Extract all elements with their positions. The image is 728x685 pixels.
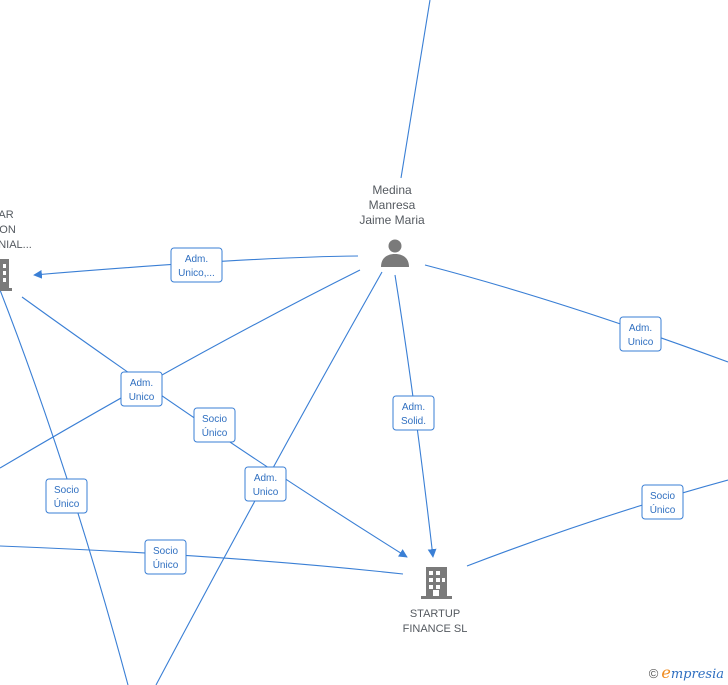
edge-label-line: Adm. — [130, 378, 153, 389]
edge-label-adm-unico-ellipsis[interactable]: Adm. Unico,... — [170, 247, 223, 283]
edge-label-line: Socio — [54, 485, 79, 496]
edge-label-socio-unico-center[interactable]: Socio Único — [193, 407, 236, 443]
copyright-symbol: © — [648, 666, 659, 681]
node-label-line: Medina — [372, 183, 412, 197]
building-icon — [0, 259, 12, 291]
edge-label-line: Único — [202, 426, 228, 439]
edge-label-line: Unico — [628, 337, 654, 348]
node-label-line: Manresa — [369, 198, 416, 212]
edge-label-line: Único — [650, 503, 676, 516]
node-label-line: NIAL... — [0, 239, 32, 251]
edge-label-line: Socio — [650, 491, 675, 502]
edge-person-to-right — [424, 264, 728, 363]
edge-label-line: Adm. — [185, 254, 208, 265]
edge-label-adm-solid[interactable]: Adm. Solid. — [392, 395, 435, 431]
edge-label-socio-unico-bottom[interactable]: Socio Único — [144, 539, 187, 575]
node-label-line: Jaime Maria — [359, 213, 425, 227]
edge-label-line: Solid. — [401, 416, 426, 427]
edge-label-line: Unico,... — [178, 268, 215, 279]
node-label-line: ION — [0, 224, 16, 236]
edge-labels: Adm. Unico,... Adm. Unico Adm. Unico Soc… — [45, 247, 684, 575]
edge-label-line: Socio — [202, 414, 227, 425]
edge-label-line: Único — [153, 558, 179, 571]
edge-label-line: Adm. — [629, 323, 652, 334]
node-label-line: AR — [0, 209, 14, 221]
building-icon — [421, 567, 452, 599]
empresia-watermark: ©empresia — [649, 663, 724, 682]
edge-label-line: Único — [54, 497, 80, 510]
edge-label-adm-unico-lower[interactable]: Adm. Unico — [244, 466, 287, 502]
edge-label-line: Unico — [253, 487, 279, 498]
edge-label-adm-unico-right[interactable]: Adm. Unico — [619, 316, 662, 352]
edge-left-to-startup — [0, 545, 404, 575]
empresia-logo-initial: e — [661, 663, 671, 682]
edge-label-line: Socio — [153, 546, 178, 557]
node-company-left-partial[interactable]: AR ION NIAL... — [0, 209, 32, 291]
edge-label-line: Adm. — [402, 402, 425, 413]
edge-label-line: Unico — [129, 392, 155, 403]
node-label-line: FINANCE SL — [403, 623, 468, 635]
edge-person-to-left-company — [33, 255, 359, 279]
edge-label-line: Adm. — [254, 473, 277, 484]
empresia-logo-text: mpresia — [670, 667, 724, 682]
edge-label-socio-unico-right[interactable]: Socio Único — [641, 484, 684, 520]
node-company-startup[interactable]: STARTUP FINANCE SL — [403, 567, 468, 635]
edge-top-to-person — [400, 0, 431, 179]
edge-label-adm-unico-center-left[interactable]: Adm. Unico — [120, 371, 163, 407]
node-label-line: STARTUP — [410, 608, 460, 620]
edge-label-socio-unico-left[interactable]: Socio Único — [45, 478, 88, 514]
edge-startup-to-right — [466, 479, 728, 567]
node-person-main[interactable]: Medina Manresa Jaime Maria — [359, 183, 425, 267]
person-icon — [381, 239, 409, 267]
